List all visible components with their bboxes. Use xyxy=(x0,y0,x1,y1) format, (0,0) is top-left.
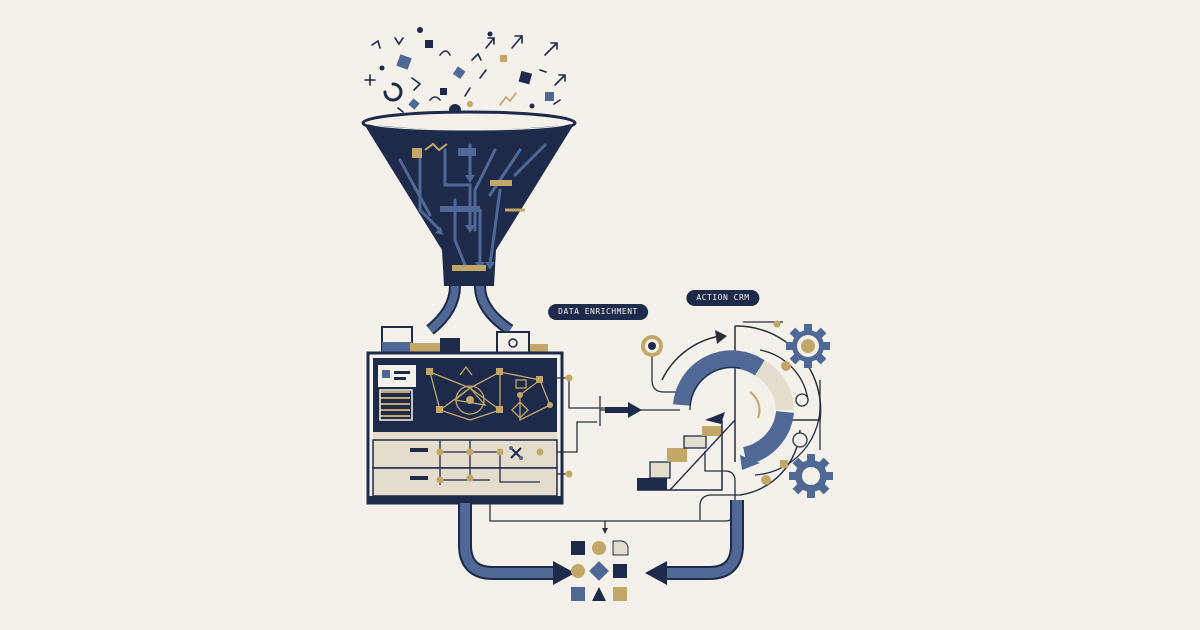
gear-icon xyxy=(786,324,833,498)
data-particles xyxy=(364,27,566,116)
label-data-enrichment: DATA ENRICHMENT xyxy=(548,304,648,320)
server-cabinet-icon xyxy=(366,326,564,505)
shape-grid-icon xyxy=(571,540,629,601)
label-action-crm: ACTION CRM xyxy=(686,290,760,306)
target-icon xyxy=(641,335,663,357)
funnel-icon xyxy=(361,110,577,286)
arrow-to-cycle xyxy=(605,402,642,418)
funnel-output-pipes xyxy=(426,285,514,335)
stairs-icon xyxy=(637,412,736,491)
return-pipes xyxy=(458,500,744,585)
network-graph-icon xyxy=(426,365,553,485)
